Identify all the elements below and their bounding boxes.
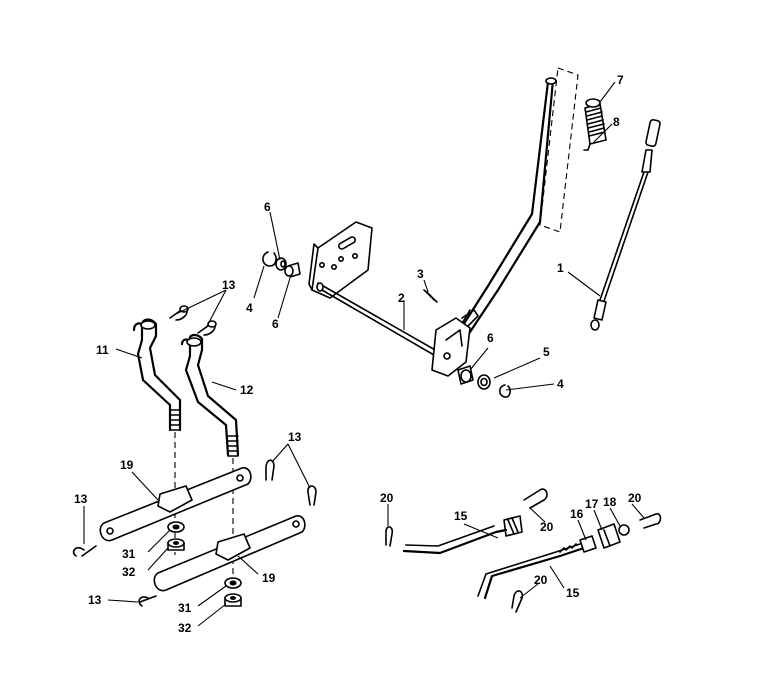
ferrule-nut: [579, 535, 597, 553]
callout-31-lower: 31: [178, 601, 192, 615]
callout-32-upper: 32: [122, 565, 136, 579]
lift-cable: [590, 119, 661, 331]
left-bushing-a: [275, 257, 287, 271]
callout-13-left: 13: [74, 492, 88, 506]
left-bushing-b: [284, 262, 301, 278]
callout-32-lower: 32: [178, 621, 192, 635]
spring-end-clip: [583, 143, 591, 151]
leader-lines: [83, 81, 645, 627]
callout-20-mid: 20: [540, 520, 554, 534]
pivot-bracket-plate: [308, 221, 373, 299]
callout-6-left: 6: [272, 317, 279, 331]
bolt: [423, 289, 438, 303]
callout-2: 2: [398, 291, 405, 305]
arm-washer-upper: [167, 521, 185, 533]
callout-15-lower: 15: [566, 586, 580, 600]
hairpin-clip-bottom: [138, 595, 157, 607]
callout-3: 3: [417, 267, 424, 281]
callout-4-right: 4: [557, 377, 564, 391]
callout-6-top: 6: [264, 200, 271, 214]
lift-link-left: [132, 318, 182, 432]
hairpin-clip-upper-b: [197, 320, 217, 336]
callout-18: 18: [603, 495, 617, 509]
callout-4-left: 4: [246, 301, 253, 315]
right-washer: [477, 374, 491, 390]
hairpin-clip-mid-a: [265, 459, 275, 481]
callout-7: 7: [617, 73, 624, 87]
callout-19-lower: 19: [262, 571, 276, 585]
callout-8: 8: [613, 115, 620, 129]
callout-labels: 1 2 3 4 4 5 6 6 6 7 8 11 12 13 13 13 13 …: [74, 73, 642, 635]
callout-1: 1: [557, 261, 564, 275]
cross-shaft: [316, 282, 447, 363]
arm-nut-upper: [167, 538, 185, 551]
cotter-pins: [385, 488, 662, 613]
right-bushing: [457, 365, 474, 385]
callout-12: 12: [240, 383, 254, 397]
lift-handle: [454, 67, 579, 337]
ferrule-washer: [618, 524, 630, 536]
callout-13-bottom: 13: [88, 593, 102, 607]
lift-arm-lower: [153, 515, 306, 592]
callout-13-top: 13: [222, 278, 236, 292]
left-retaining-ring: [262, 251, 277, 267]
handle-lower-bracket: [431, 309, 479, 377]
callout-20-left: 20: [380, 491, 394, 505]
callout-19-upper: 19: [120, 458, 134, 472]
callout-11: 11: [96, 343, 109, 357]
lift-link-right: [180, 333, 240, 457]
hairpin-clip-mid-b: [307, 485, 317, 506]
callout-20-bottom: 20: [534, 573, 548, 587]
callout-5: 5: [543, 345, 550, 359]
callout-20-right: 20: [628, 491, 642, 505]
callout-31-upper: 31: [122, 547, 136, 561]
hairpin-clip-left: [72, 545, 97, 557]
callout-15-upper: 15: [454, 509, 468, 523]
ferrule-block: [597, 523, 621, 549]
handle-spring: [584, 98, 607, 145]
callout-17: 17: [585, 497, 599, 511]
deck-rod-lower: [477, 543, 586, 600]
arm-nut-lower: [224, 593, 242, 607]
lift-arm-upper: [99, 467, 252, 542]
callout-13-mid: 13: [288, 430, 302, 444]
deck-rod-upper: [402, 515, 523, 555]
right-retaining-ring: [498, 384, 511, 398]
arm-washer-lower: [224, 577, 242, 589]
callout-6-right: 6: [487, 331, 494, 345]
callout-16: 16: [570, 507, 584, 521]
